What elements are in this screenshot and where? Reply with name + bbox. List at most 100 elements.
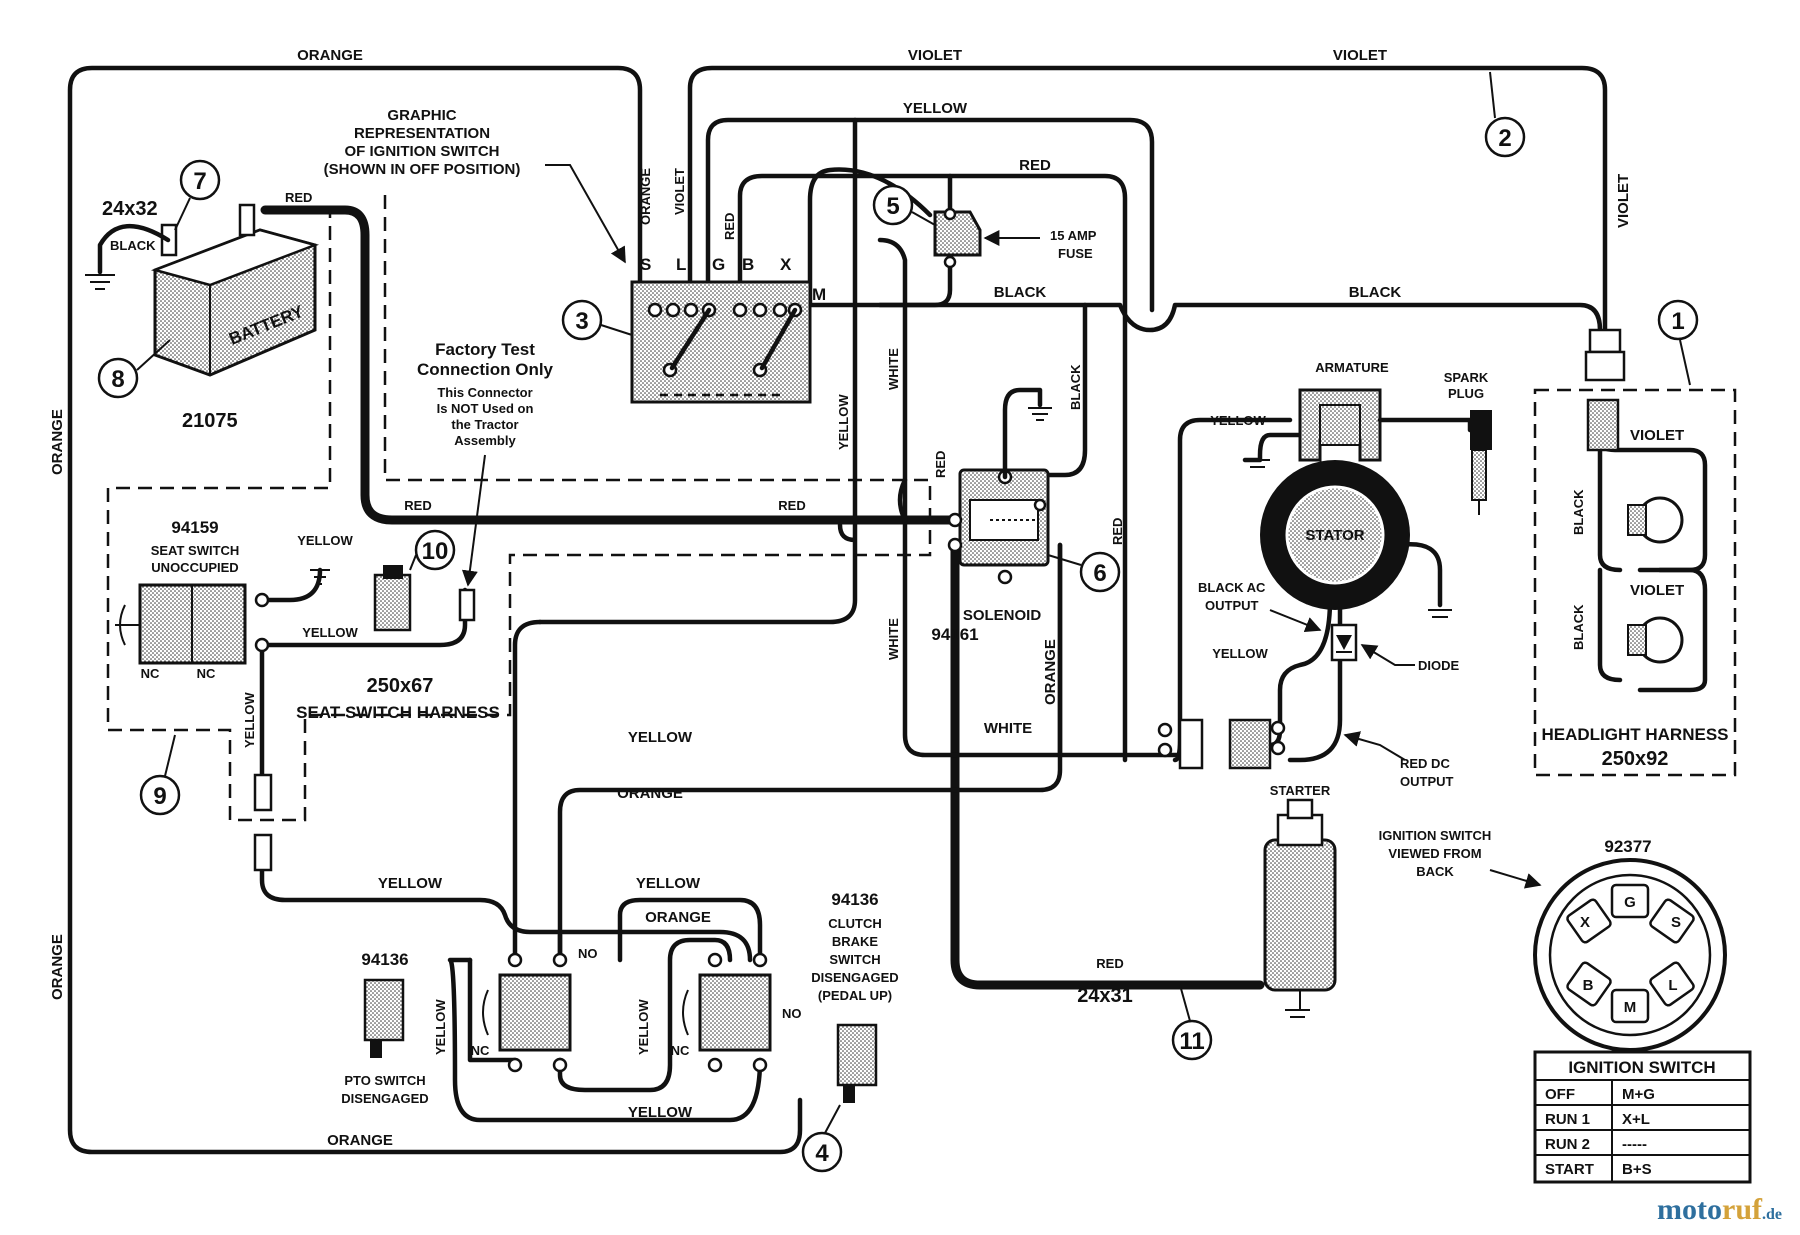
fuse-line1: 15 AMP (1050, 228, 1097, 243)
stator-label: STATOR (1305, 527, 1364, 544)
wire-yellow-low-3: YELLOW (628, 1104, 693, 1121)
factory-test-1: Factory Test (435, 340, 535, 359)
wire-yellow-arm: YELLOW (1210, 413, 1266, 428)
ign-back-pins (1566, 883, 1695, 1024)
wire-red-battery: RED (285, 190, 312, 205)
seat-harness-no: 250x67 (367, 675, 434, 697)
clutch-part-no: 94136 (831, 890, 878, 909)
callout-11: 11 (1171, 984, 1213, 1061)
battery-black-wire: BLACK (110, 238, 156, 253)
wire-violet-top-2: VIOLET (1333, 47, 1387, 64)
callout-2: 2 (1484, 71, 1526, 158)
wire-yellow-vert: YELLOW (836, 394, 851, 450)
factory-test-note1: This Connector (437, 385, 532, 400)
factory-test-connector: Factory Test Connection Only This Connec… (373, 340, 554, 632)
diode-label: DIODE (1418, 658, 1460, 673)
ign-back-m: M (1624, 999, 1637, 1016)
svg-text:7: 7 (193, 168, 206, 195)
ign-back-x: X (1580, 914, 1590, 931)
headlight-part-no: 250x92 (1602, 748, 1669, 770)
seat-switch: 94159 SEAT SWITCH UNOCCUPIED NC NC 250x6… (115, 518, 500, 872)
ign-term-l: L (676, 255, 686, 274)
armature-label: ARMATURE (1315, 360, 1389, 375)
wire-red-top: RED (1019, 157, 1051, 174)
ign-back-l: L (1668, 977, 1677, 994)
wire-yellow-top: YELLOW (903, 100, 968, 117)
svg-text:4: 4 (815, 1140, 829, 1167)
callout-5: 5 (872, 184, 936, 226)
wire-orange-left-1: ORANGE (49, 409, 66, 475)
ign-term-s: S (640, 255, 651, 274)
ign-term-x: X (780, 255, 792, 274)
wire-labels: ORANGE VIOLET VIOLET YELLOW RED BLACK BL… (49, 47, 1632, 1149)
ign-caption-2: REPRESENTATION (354, 125, 490, 142)
pto-part-no: 94136 (361, 950, 408, 969)
battery: BATTERY 24x32 BLACK 21075 RED (85, 190, 320, 432)
wire-violet-right: VIOLET (1615, 174, 1632, 228)
ign-term-g: G (712, 255, 725, 274)
wire-black-2: BLACK (1349, 284, 1402, 301)
solenoid-part-no: 94161 (931, 625, 978, 644)
wire-orange-top: ORANGE (297, 47, 363, 64)
harness-outlines (106, 195, 1737, 822)
wire-white-vert-1: WHITE (886, 348, 901, 390)
callout-4: 4 (801, 1104, 843, 1173)
headlight-black-1: BLACK (1571, 489, 1586, 535)
wire-orange-mid: ORANGE (617, 785, 683, 802)
starter: STARTER (1263, 783, 1337, 1018)
pto-no: NO (578, 946, 598, 961)
pto-line2: DISENGAGED (341, 1091, 428, 1106)
ign-table-row-2-contacts: ----- (1622, 1136, 1647, 1153)
seat-switch-line1: SEAT SWITCH (151, 543, 240, 558)
battery-size: 24x32 (102, 198, 158, 220)
black-ac-1: BLACK AC (1198, 580, 1266, 595)
seat-switch-line2: UNOCCUPIED (151, 560, 238, 575)
svg-text:8: 8 (111, 366, 124, 393)
wire-white-vert-2: WHITE (886, 618, 901, 660)
clutch-nc: NC (671, 1043, 690, 1058)
ignition-table: IGNITION SWITCH OFF M+G RUN 1 X+L RUN 2 … (1533, 1050, 1752, 1184)
factory-test-note4: Assembly (454, 433, 516, 448)
seat-harness-label: SEAT SWITCH HARNESS (296, 703, 500, 722)
ign-term-b: B (742, 255, 754, 274)
svg-text:11: 11 (1179, 1028, 1204, 1055)
callout-6: 6 (1047, 551, 1121, 593)
seat-nc-2: NC (197, 666, 216, 681)
wires (67, 65, 1708, 1155)
ign-table-row-1-pos: RUN 1 (1545, 1111, 1590, 1128)
ign-caption-3: OF IGNITION SWITCH (345, 143, 500, 160)
ign-table-title: IGNITION SWITCH (1568, 1058, 1715, 1077)
starter-label: STARTER (1270, 783, 1331, 798)
ign-term-m: M (812, 285, 826, 304)
wire-red-right: RED (1110, 518, 1125, 545)
ign-table-row-3-contacts: B+S (1622, 1161, 1652, 1178)
wire-red-main-2: RED (778, 498, 805, 513)
red-dc-1: RED DC (1400, 756, 1450, 771)
svg-text:1: 1 (1671, 308, 1684, 335)
wire-red-main-1: RED (404, 498, 431, 513)
ignition-switch-graphic: S L G B X M GRAPHIC REPRESENTATION OF IG… (324, 107, 826, 404)
watermark-logo: motoruf.de (1657, 1193, 1782, 1226)
seat-nc-1: NC (141, 666, 160, 681)
ign-table-row-0-pos: OFF (1545, 1086, 1575, 1103)
clutch-no: NO (782, 1006, 802, 1021)
fuse: 15 AMP FUSE (933, 207, 1097, 269)
wire-yellow-pto-vert2: YELLOW (636, 999, 651, 1055)
ign-back-g: G (1624, 894, 1636, 911)
spark-plug-1: SPARK (1444, 370, 1489, 385)
wire-red-starter: RED (1096, 956, 1123, 971)
wire-violet-ign: VIOLET (672, 168, 687, 215)
red-dc-2: OUTPUT (1400, 774, 1454, 789)
pto-nc: NC (471, 1043, 490, 1058)
wire-violet-top-1: VIOLET (908, 47, 962, 64)
wire-yellow-seat-1: YELLOW (297, 533, 353, 548)
svg-text:6: 6 (1093, 560, 1106, 587)
ign-back-b: B (1583, 977, 1594, 994)
black-ac-2: OUTPUT (1205, 598, 1259, 613)
wire-orange-ign: ORANGE (638, 168, 653, 225)
headlight-label: HEADLIGHT HARNESS (1541, 725, 1728, 744)
headlight-violet-1: VIOLET (1630, 427, 1684, 444)
wire-yellow-low-2: YELLOW (636, 875, 701, 892)
fuse-line2: FUSE (1058, 246, 1093, 261)
